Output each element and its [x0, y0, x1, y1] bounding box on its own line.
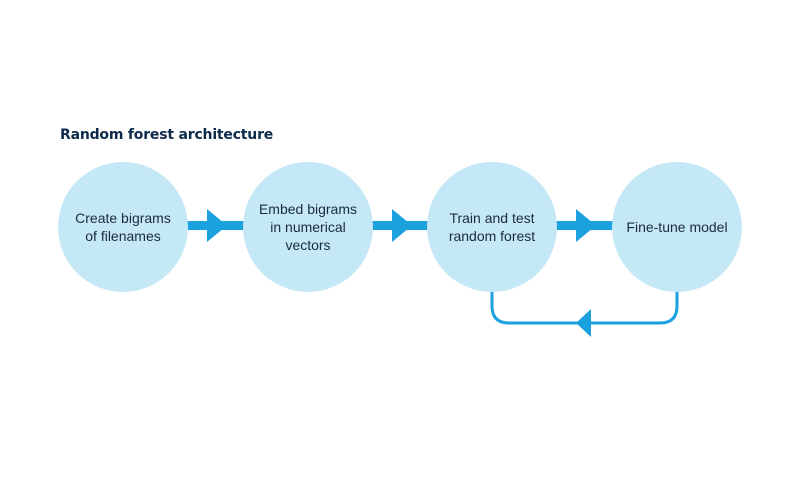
step-label: Train and test random forest: [448, 210, 536, 244]
step-train-test-random-forest: Train and test random forest: [427, 162, 557, 292]
arrowhead-2-3: [392, 209, 412, 242]
step-embed-bigrams: Embed bigrams in numerical vectors: [243, 162, 373, 292]
step-fine-tune-model: Fine-tune model: [612, 162, 742, 292]
step-label: Fine-tune model: [626, 219, 728, 235]
arrowhead-3-4: [576, 209, 596, 242]
feedback-loop-arrowhead: [576, 309, 591, 337]
step-label: Create bigrams of filenames: [75, 210, 171, 244]
step-label: Embed bigrams in numerical vectors: [258, 201, 358, 253]
diagram-title: Random forest architecture: [60, 127, 274, 143]
arrowhead-1-2: [207, 209, 227, 242]
step-create-bigrams: Create bigrams of filenames: [58, 162, 188, 292]
